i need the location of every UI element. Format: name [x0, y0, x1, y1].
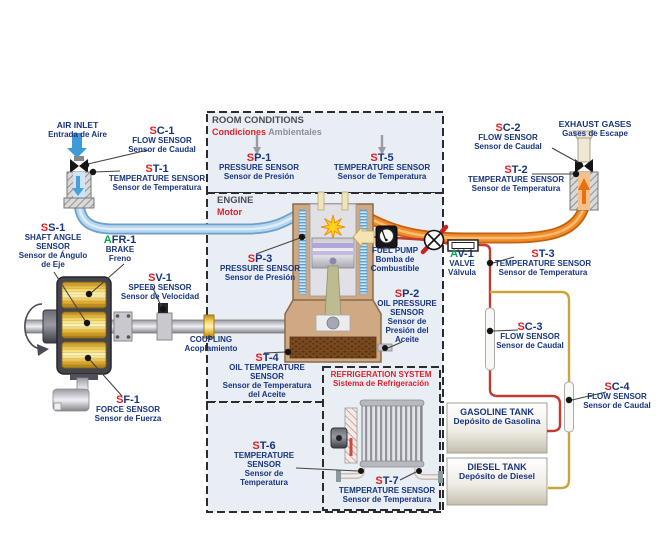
coolant-jacket-right: [359, 209, 368, 295]
label-sc4: SC-4 FLOW SENSOR Sensor de Caudal: [583, 381, 651, 411]
air-filter: [63, 133, 95, 209]
sc3-flow-sensor-body: [485, 307, 495, 371]
sc4-flow-sensor-body: [564, 381, 574, 433]
label-st7: ST-7 TEMPERATURE SENSOR Sensor de Temper…: [338, 475, 436, 505]
label-diesel-tank: DIESEL TANK Depósito de Diesel: [458, 462, 536, 482]
force-sensor-arm: [52, 374, 98, 412]
refrigeration-title-es: Sistema de Refrigeración: [332, 379, 430, 389]
fuel-injection-arrow-icon: [352, 225, 375, 249]
filter-down-arrow-icon: [72, 176, 84, 196]
label-gasoline-tank: GASOLINE TANK Depósito de Gasolina: [453, 407, 541, 427]
label-fuel-pump: FUEL PUMP Bomba de Combustible: [370, 246, 420, 273]
rotation-arrow-icon: [24, 303, 49, 356]
valve-stem-exhaust: [341, 191, 349, 211]
pointer-dots: [82, 161, 583, 474]
connecting-rod: [324, 265, 342, 317]
label-sf1: SF-1 FORCE SENSOR Sensor de Fuerza: [94, 394, 162, 424]
engine-title-en: ENGINE: [217, 195, 254, 206]
room-sensor-arrows: [253, 135, 386, 155]
fuel-pump: [375, 225, 398, 249]
label-sp3: SP-3 PRESSURE SENSOR Sensor de Presión: [219, 253, 301, 283]
room-conditions-box: [206, 111, 444, 194]
gasoline-tank: [446, 402, 548, 454]
air-intake-pipe: [73, 194, 305, 235]
crankshaft: [326, 316, 340, 330]
label-ss1: SS-1 SHAFT ANGLE SENSOR Sensor de Ángulo…: [18, 222, 88, 270]
label-st3: ST-3 TEMPERATURE SENSOR Sensor de Temper…: [494, 248, 592, 278]
coupling-element: [203, 314, 215, 339]
valve-stem-intake: [317, 191, 325, 211]
radiator: [330, 399, 443, 483]
label-sp2: SP-2 OIL PRESSURE SENSOR Sensor de Presi…: [377, 288, 437, 345]
air-down-arrow-icon: [67, 133, 87, 158]
label-sc1: SC-1 FLOW SENSOR Sensor de Caudal: [128, 125, 196, 155]
label-exhaust-gases: EXHAUST GASES Gases de Escape: [558, 119, 632, 138]
label-coupling: COUPLING Acoplamiento: [184, 335, 238, 353]
label-av1: AV-1 VALVE Válvula: [447, 248, 476, 278]
label-air-inlet: AIR INLET Entrada de Aire: [48, 120, 107, 139]
combustion-spark-icon: [320, 214, 346, 240]
refrigeration-title-en: REFRIGERATION SYSTEM: [330, 370, 432, 379]
label-st2: ST-2 TEMPERATURE SENSOR Sensor de Temper…: [467, 164, 565, 194]
shutoff-valve-icon: [420, 224, 449, 255]
diesel-tank: [446, 457, 548, 506]
engine: [284, 191, 393, 363]
label-st4: ST-4 OIL TEMPERATURE SENSOR Sensor de Te…: [222, 352, 312, 400]
refrigeration-title: REFRIGERATION SYSTEM Sistema de Refriger…: [325, 370, 437, 388]
pointer-lines: [53, 147, 607, 481]
room-title-en: ROOM CONDITIONS: [212, 115, 304, 126]
label-st1: ST-1 TEMPERATURE SENSOR Sensor de Temper…: [108, 163, 206, 193]
av1-valve-body: [447, 239, 479, 252]
label-st6: ST-6 TEMPERATURE SENSOR Sensor de Temper…: [233, 440, 295, 488]
label-sc3: SC-3 FLOW SENSOR Sensor de Caudal: [496, 321, 564, 351]
label-sp1: SP-1 PRESSURE SENSOR Sensor de Presión: [218, 152, 300, 182]
room-conditions-title: ROOM CONDITIONS Condiciones Ambientales: [212, 115, 322, 137]
engine-title-es: Motor: [217, 206, 242, 217]
oil-sump: [289, 336, 377, 359]
label-sv1: SV-1 SPEED SENSOR Sensor de Velocidad: [120, 272, 200, 302]
label-afr1: AFR-1 BRAKE Freno: [103, 234, 137, 264]
label-sc2: SC-2 FLOW SENSOR Sensor de Caudal: [474, 122, 542, 152]
engine-title: ENGINE Motor: [217, 195, 254, 217]
label-st5: ST-5 TEMPERATURE SENSOR Sensor de Temper…: [333, 152, 431, 182]
exhaust-up-arrow-icon: [578, 178, 590, 204]
room-title-es: Condiciones Ambientales: [212, 126, 322, 137]
exhaust-silencer: [569, 130, 599, 211]
brake: [56, 276, 112, 375]
coolant-jacket-left: [298, 209, 307, 295]
bearing-flange: [113, 311, 133, 342]
